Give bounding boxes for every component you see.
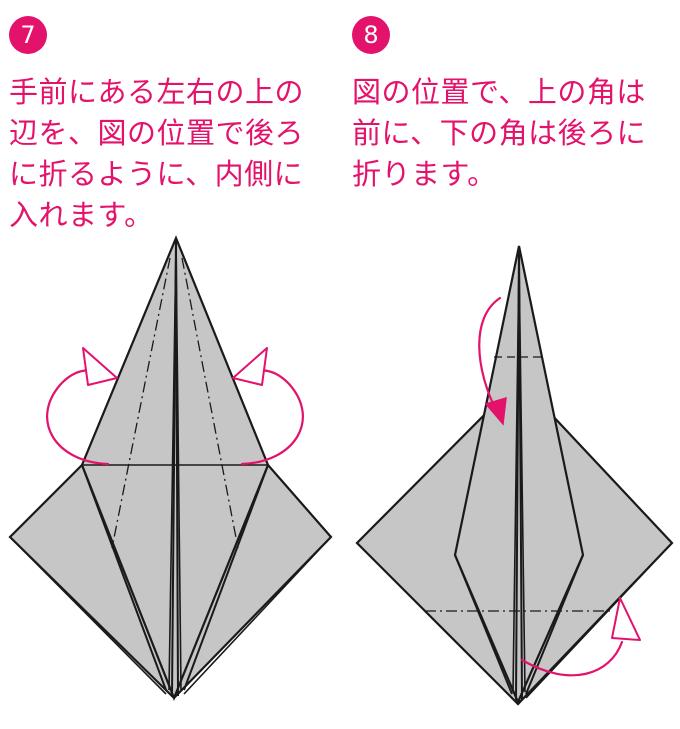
instruction-line: 折ります。 <box>352 157 497 191</box>
fold-forward-arrow <box>478 296 502 412</box>
instruction-line: に折るように、内側に <box>9 157 304 191</box>
fold-back-arrow <box>520 640 624 677</box>
flap-edge <box>9 536 167 695</box>
instruction-line: 辺を、図の位置で後ろ <box>9 116 305 150</box>
open-arrow-head-icon <box>82 347 118 386</box>
step-8-diagram <box>355 245 674 706</box>
flap-edge <box>183 464 269 691</box>
mountain-fold-line <box>111 257 171 549</box>
center-crease <box>518 259 526 693</box>
paper-upper-kite <box>453 245 585 705</box>
instruction-line: 図の位置で、上の角は <box>352 75 646 109</box>
instruction-line: 前に、下の角は後ろに <box>352 116 647 150</box>
center-crease <box>512 259 520 693</box>
open-arrow-head-icon <box>232 347 268 386</box>
step-instruction: 図の位置で、上の角は 前に、下の角は後ろに 折ります。 <box>352 72 646 195</box>
center-crease <box>175 244 182 691</box>
mountain-fold-line <box>181 257 239 549</box>
flap-edge <box>454 554 513 695</box>
instruction-line: 入れます。 <box>9 198 154 232</box>
step-number-badge: 8 <box>352 16 390 54</box>
step-instruction: 手前にある左右の上の 辺を、図の位置で後ろ に折るように、内側に 入れます。 <box>9 72 304 236</box>
flap-edge <box>81 464 167 691</box>
center-crease <box>168 244 177 691</box>
flap-edge <box>525 554 584 695</box>
instruction-line: 手前にある左右の上の <box>9 75 305 109</box>
flap-edge <box>183 536 332 695</box>
solid-arrow-head-icon <box>484 396 507 426</box>
paper-upper-kite <box>80 235 270 701</box>
step-number-badge: 7 <box>9 16 47 54</box>
open-arrow-head-icon <box>611 597 641 641</box>
step-7-diagram <box>8 235 333 701</box>
flap-edge <box>356 542 513 699</box>
